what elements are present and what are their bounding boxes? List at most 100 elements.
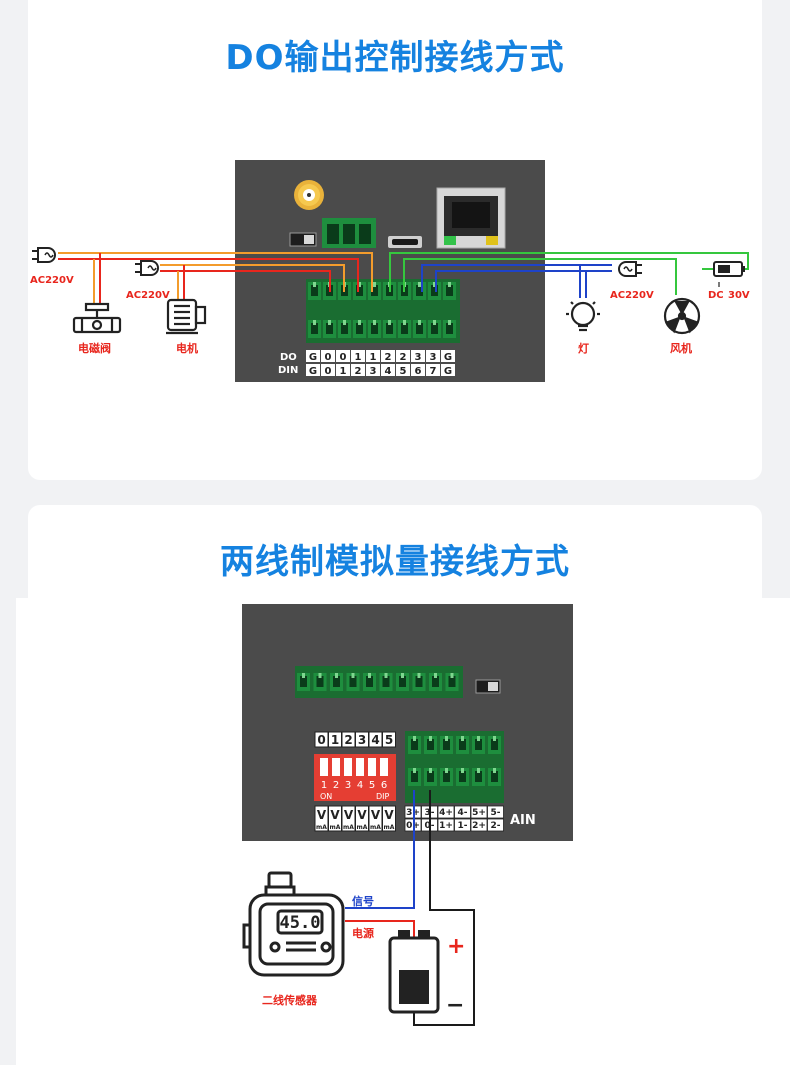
ain-terminal-bottom	[408, 768, 421, 786]
dip-label: DIP	[376, 792, 390, 801]
power-switch[interactable]	[289, 232, 317, 247]
dc-label: DC	[708, 290, 724, 301]
do-cell-label: 0	[325, 352, 332, 363]
do-section-title: DO输出控制接线方式	[225, 38, 565, 78]
ain-cell	[487, 818, 504, 832]
do-terminal-top	[428, 282, 441, 300]
do-cell	[366, 350, 380, 362]
top-terminal	[297, 673, 310, 691]
power-terminal	[322, 218, 376, 248]
din-cell-label: 6	[415, 366, 422, 377]
ain-terminal-bottom	[456, 768, 469, 786]
ac-plug-icon	[32, 247, 56, 263]
do-terminal-bottom	[368, 320, 381, 338]
v-label: V	[384, 808, 394, 822]
do-cell-label: 1	[355, 352, 362, 363]
do-terminal-bottom	[413, 320, 426, 338]
do-terminal-bottom	[398, 320, 411, 338]
ain-top-label: 5+	[472, 808, 486, 818]
top-terminal	[346, 673, 360, 691]
ain-wires	[345, 790, 475, 1026]
do-cell	[396, 350, 410, 362]
top-terminal	[445, 673, 459, 691]
din-cell	[336, 364, 350, 376]
ain-terminal-top	[424, 736, 437, 754]
ain-bottom-label: 2+	[472, 821, 486, 831]
top-terminal	[396, 673, 409, 691]
ain-terminal-block	[405, 731, 504, 803]
sensor-display-value: 45.0	[280, 913, 321, 933]
do-terminal-top	[353, 282, 366, 300]
ma-label: mA	[384, 824, 395, 831]
lamp-label: 灯	[578, 341, 589, 355]
ain-terminal-top	[440, 736, 453, 754]
din-cell-label: G	[309, 366, 317, 377]
dip-number: 0	[317, 733, 325, 747]
ain-bottom-label: 2-	[491, 821, 501, 831]
v-label: V	[317, 808, 327, 822]
v-label: V	[357, 808, 367, 822]
ain-cell	[470, 805, 488, 819]
do-cell	[411, 350, 425, 362]
ain-bottom-label: 1+	[439, 821, 453, 831]
do-wires	[58, 252, 749, 305]
din-cell-label: 3	[370, 366, 377, 377]
do-cell-label: G	[444, 352, 452, 363]
do-terminal-top	[443, 282, 456, 300]
ain-controller-panel	[242, 604, 573, 841]
din-cell-label: 5	[400, 366, 407, 377]
v-label: V	[344, 808, 354, 822]
din-cell	[351, 364, 365, 376]
usb-port	[388, 236, 422, 248]
motor-icon	[166, 298, 207, 335]
ain-cell	[470, 818, 488, 832]
dip-on-label: ON	[320, 792, 332, 801]
din-cell-label: 2	[355, 366, 362, 377]
mode-switch[interactable]	[475, 679, 501, 694]
ma-label: mA	[343, 824, 354, 831]
do-terminal-bottom	[353, 320, 366, 338]
ma-label: mA	[370, 824, 381, 831]
do-cell	[306, 350, 320, 362]
dip-toggle[interactable]	[368, 758, 376, 776]
dip-toggle-number: 4	[357, 780, 363, 791]
dip-toggle[interactable]	[332, 758, 340, 776]
do-cell-label: 1	[370, 352, 377, 363]
ain-terminal-top	[456, 736, 469, 754]
top-terminal	[363, 673, 376, 691]
dip-toggle[interactable]	[344, 758, 352, 776]
ain-terminal-top	[408, 736, 421, 754]
din-cell-label: G	[444, 366, 452, 377]
sensor-label: 二线传感器	[262, 993, 318, 1007]
top-terminal	[429, 673, 442, 691]
do-cell-label: 0	[340, 352, 347, 363]
battery-icon	[388, 930, 440, 1014]
do-cell	[336, 350, 350, 362]
do-terminal-block	[306, 279, 460, 343]
do-cell	[321, 350, 335, 362]
ac220v-label-top: AC220V	[30, 275, 74, 286]
top-terminal	[330, 673, 343, 691]
ain-terminal-bottom	[440, 768, 453, 786]
dip-toggle[interactable]	[380, 758, 388, 776]
ain-cell	[454, 818, 471, 832]
dip-toggle[interactable]	[356, 758, 364, 776]
ain-terminal-bottom	[472, 768, 485, 786]
ain-terminal-top	[488, 736, 501, 754]
do-terminal-bottom	[308, 320, 321, 338]
top-terminal	[313, 673, 327, 691]
v-label: V	[330, 808, 340, 822]
ma-label: mA	[357, 824, 368, 831]
din-cell-label: 0	[325, 366, 332, 377]
din-cell	[411, 364, 425, 376]
dip-number: 1	[331, 733, 339, 747]
dip-number: 3	[358, 733, 366, 747]
ain-terminal-top	[472, 736, 485, 754]
do-cell	[351, 350, 365, 362]
do-terminal-bottom	[443, 320, 456, 338]
dip-toggle[interactable]	[320, 758, 328, 776]
din-row-label: DIN	[278, 365, 298, 376]
dc-volt-label: 30V	[728, 290, 750, 301]
do-cell-label: 2	[385, 352, 392, 363]
ain-top-label: 5-	[491, 808, 501, 818]
